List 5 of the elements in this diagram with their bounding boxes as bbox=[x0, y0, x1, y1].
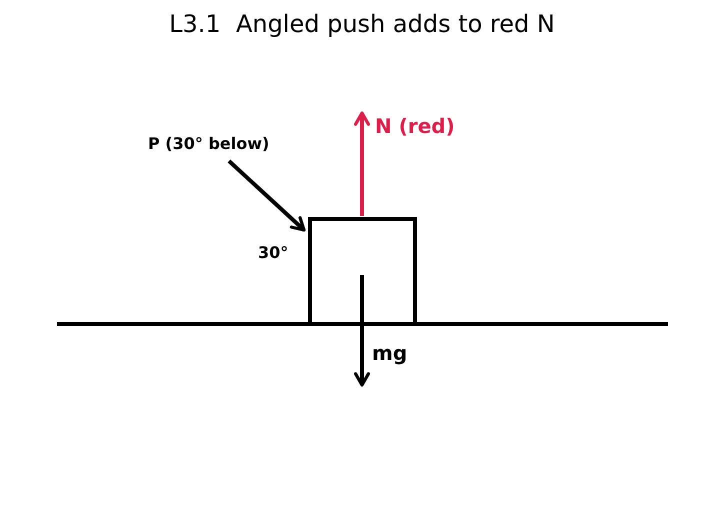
diagram-title: L3.1 Angled push adds to red N bbox=[168, 12, 556, 36]
angle-label: 30° bbox=[258, 245, 288, 261]
force-label: mg bbox=[372, 343, 408, 363]
force-label: P (30° below) bbox=[148, 136, 270, 152]
force-label: N (red) bbox=[375, 116, 455, 136]
